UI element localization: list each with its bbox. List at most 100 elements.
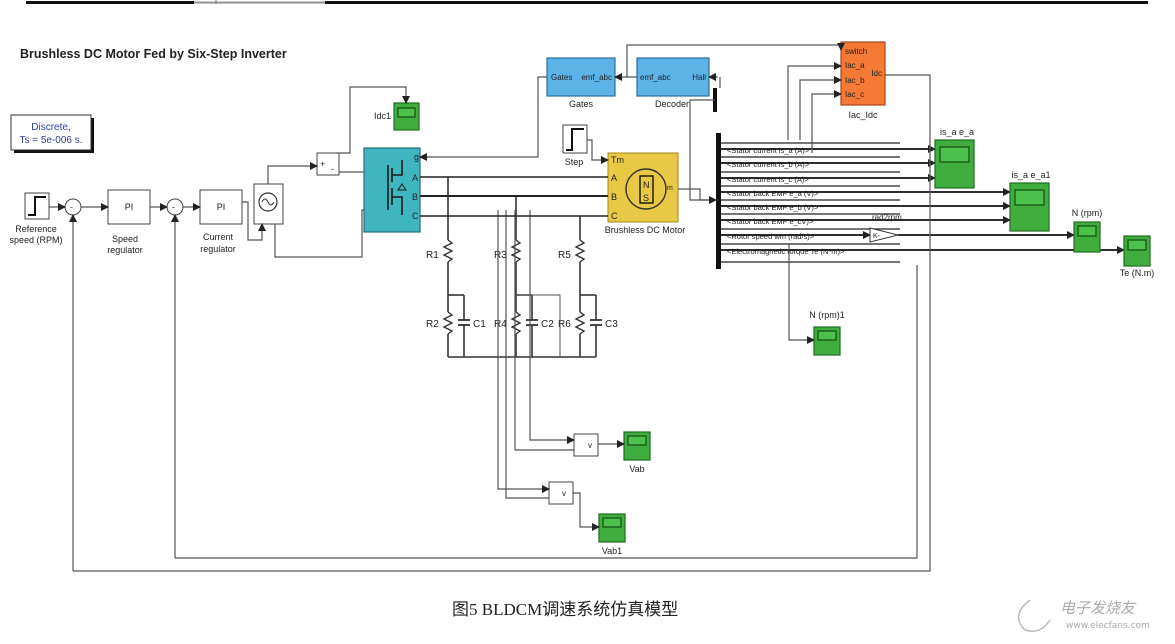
current-error-sum[interactable]: - [166,198,184,216]
motor-icon [625,168,667,210]
reference-label2: speed (RPM) [9,235,62,245]
bus-signal-label: <Stator back EMF e_cV)> [727,217,814,226]
inv-port-c: C [412,211,419,221]
current-reg-label1: Current [203,232,234,242]
scope-is-a-e-a[interactable] [934,139,975,189]
scope-n-rpm1-label: N (rpm)1 [809,310,845,320]
watermark-url: www.elecfans.com [1066,621,1150,631]
iac-idc-label: Iac_Idc [848,110,878,120]
inverter-block[interactable]: g A B C [363,147,421,233]
iac-port-c: Iac_c [845,90,864,99]
inv-port-g: g [414,152,419,162]
scope-vab1[interactable] [598,513,626,543]
scope-vab-label: Vab [629,464,644,474]
motor-n: N [643,180,650,190]
motor-port-m: m [667,185,673,192]
cm-plus: + [320,159,325,169]
resistor-icon[interactable] [442,239,454,263]
bus-signal-label: <Stator current is_c (A)> [727,175,809,184]
bus-signal-label: <Electromagnetic torque Te (N*m)> [727,247,845,256]
resistor-icon[interactable] [442,311,454,335]
gain-rad2rpm[interactable]: K- [869,227,899,243]
gain-text: K- [873,233,881,240]
motor-port-a: A [611,173,617,183]
scope-n-rpm-label: N (rpm) [1072,208,1103,218]
resistor-label: R5 [558,250,571,261]
capacitor-label: C3 [605,319,618,330]
decoder-label: Decoder [655,99,689,109]
gates-out-port: emf_abc [581,73,612,82]
resistor-label: R6 [558,319,571,330]
page-header-rule [26,0,1148,4]
decoder-in-port: emf_abc [640,73,671,82]
scope-n-rpm1[interactable] [813,326,841,356]
resistor-icon[interactable] [510,239,522,263]
scope-vab[interactable] [623,431,651,461]
speed-error-sum[interactable]: - [64,198,82,216]
speed-regulator-block[interactable]: PI [107,189,151,225]
iac-idc-block[interactable]: switch Iac_a Iac_b Iac_c Idc [840,41,886,106]
watermark-cn: 电子发烧友 [1060,599,1137,617]
resistor-icon[interactable] [574,311,586,335]
watermark-logo-icon [1017,599,1051,632]
speed-reg-label2: regulator [107,245,143,255]
voltage-measure-vab[interactable]: v [573,433,599,457]
current-regulator-block[interactable]: PI [199,189,243,225]
reference-step-block[interactable] [24,192,50,220]
resistor-icon[interactable] [510,311,522,335]
scope-n-rpm[interactable] [1073,221,1101,253]
resistor-icon[interactable] [574,239,586,263]
reference-label1: Reference [15,224,57,234]
scope-is-a-e-a1[interactable] [1009,182,1050,232]
decoder-block[interactable]: emf_abc Hall [636,57,710,97]
scope-idc1[interactable] [393,102,420,131]
load-step-block[interactable] [562,124,588,154]
bus-signal-label: <Stator back EMF e_b (V)> [727,203,819,212]
current-reg-label2: regulator [200,244,236,254]
current-pi-text: PI [217,202,226,212]
gates-label: Gates [569,99,594,109]
cm-minus: - [331,164,334,174]
motor-port-c: C [611,211,618,221]
bldc-motor-block[interactable]: N S Tm A B C m [607,152,679,223]
resistor-label: R3 [494,250,507,261]
gates-block[interactable]: Gates emf_abc [546,57,616,97]
solver-line2: Ts = 5e-006 s. [19,135,82,146]
figure-caption: 图5 BLDCM调速系统仿真模型 [452,600,678,619]
powergui-block[interactable]: Discrete, Ts = 5e-006 s. [10,114,94,153]
sum1-minus: - [70,202,73,212]
step-icon [566,128,584,151]
ac-source-icon [261,198,275,206]
motor-s: S [643,193,649,203]
watermark: 电子发烧友 www.elecfans.com [1017,599,1150,632]
bus-selector-block[interactable]: <Stator current is_a (A)> <Stator current… [716,133,1125,269]
capacitor-label: C2 [541,319,554,330]
vm2-v: v [562,489,566,498]
diode-icon [397,183,407,191]
voltage-measure-vab1[interactable]: v [548,481,574,505]
motor-port-tm: Tm [611,155,624,165]
vm1-v: v [588,441,592,450]
gain-label: rad2rpm [872,213,902,222]
speed-reg-label1: Speed [112,234,138,244]
scope-te-label: Te (N.m) [1120,268,1155,278]
bus-signal-label: <Stator current is_a (A)> [727,146,810,155]
current-measure-block[interactable]: + - [316,152,340,176]
bus-signal-label: <Stator back EMF e_a (V)> [727,189,819,198]
signal-wires [49,43,931,572]
bus-signal-label: <Stator current is_b (A)> [727,160,810,169]
step-icon [28,196,46,216]
iac-port-a: Iac_a [845,61,865,70]
scope-idc1-label: Idc1 [374,111,391,121]
bus-signal-label: <Rotor speed wm (rad/s)> [727,232,815,241]
resistor-label: R4 [494,319,507,330]
resistor-label: R1 [426,250,439,261]
dc-voltage-source-block[interactable] [253,183,284,225]
iac-out-port: Idc [871,69,882,78]
scope-te[interactable] [1123,235,1151,267]
motor-port-b: B [611,192,617,202]
scope-is-a1-label: is_a e_a1 [1011,170,1050,180]
resistor-label: R2 [426,319,439,330]
scope-vab1-label: Vab1 [602,546,622,556]
